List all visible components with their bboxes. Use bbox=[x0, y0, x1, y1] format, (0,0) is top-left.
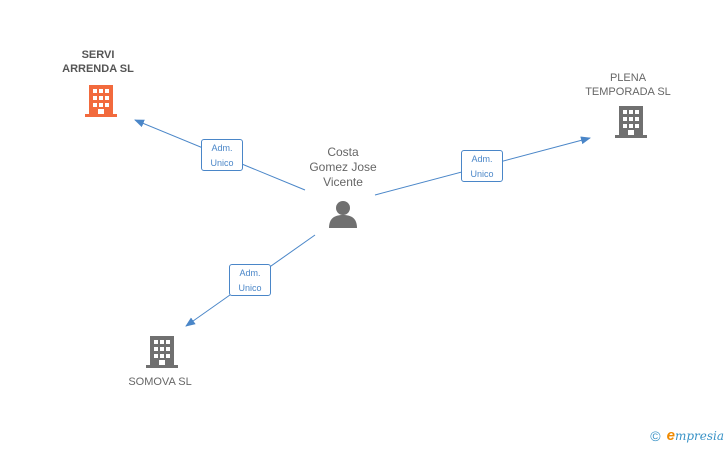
company-label-plena[interactable]: PLENA TEMPORADA SL bbox=[585, 72, 671, 98]
edge-label-servi[interactable]: Adm. Unico bbox=[201, 139, 243, 171]
building-icon[interactable] bbox=[85, 85, 117, 117]
brand-e: e bbox=[666, 427, 675, 444]
building-icon[interactable] bbox=[615, 106, 647, 138]
company-label-servi[interactable]: SERVI ARRENDA SL bbox=[62, 49, 134, 75]
person-label[interactable]: Costa Gomez Jose Vicente bbox=[309, 145, 377, 189]
brand-name: mpresia bbox=[674, 428, 724, 443]
person-icon[interactable] bbox=[329, 201, 357, 228]
edge-label-plena[interactable]: Adm. Unico bbox=[461, 150, 503, 182]
copyright-icon: © bbox=[650, 427, 661, 444]
building-icon[interactable] bbox=[146, 336, 178, 368]
company-label-somova[interactable]: SOMOVA SL bbox=[128, 376, 192, 388]
edge-label-somova[interactable]: Adm. Unico bbox=[229, 264, 271, 296]
